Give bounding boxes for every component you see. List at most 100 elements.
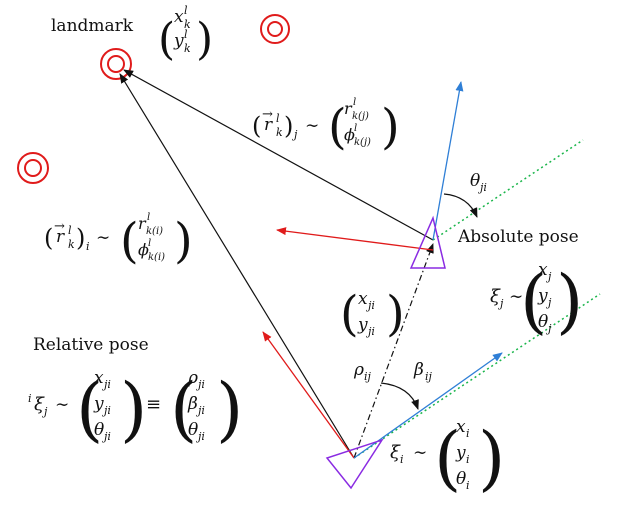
observation-arrow-i (119, 73, 355, 459)
observation-i-expression: ( → r l k ) i ∼ ( r l k(i) ϕ l k(i) ) (44, 212, 193, 269)
paren-close: ) (556, 260, 583, 342)
beta-angle-arc (380, 382, 419, 410)
sym-theta: θ (470, 171, 480, 191)
observation-j-expression: ( → r l k ) j ∼ ( r l k(j) ϕ l k(j) ) (252, 97, 400, 155)
sub-ji: ji (101, 430, 111, 443)
sym-sim: ∼ (55, 395, 69, 415)
sym-x: x (358, 289, 368, 309)
paren-open: ( (520, 260, 547, 342)
sym-beta: β (187, 394, 198, 414)
pose-triangle-i (325, 438, 384, 490)
sub-ji: ji (365, 325, 375, 338)
vec-arrow: → (54, 219, 65, 234)
absolute-pose-j-expression: ξ j ∼ ( x j y j θ j ) (490, 260, 583, 342)
sub-i: i (466, 427, 470, 440)
sub-ji: ji (101, 378, 111, 391)
sym-x: x (538, 260, 548, 280)
landmark-label: landmark (51, 16, 134, 36)
sym-r: r (264, 115, 273, 135)
sub-i: i (466, 479, 470, 492)
relative-pose-expression: i ξ j ∼ ( x ji y ji θ ji ) ≡ ( ρ ji β ji… (28, 368, 243, 450)
sub-ji: ji (365, 299, 375, 312)
sub-ji: ji (101, 404, 111, 417)
sym-y: y (357, 315, 368, 335)
sub-k: k (184, 18, 191, 31)
paren-open: ( (76, 368, 103, 450)
sym-r: r (344, 99, 353, 118)
paren-open: ( (120, 213, 139, 269)
sym-y: y (537, 286, 548, 306)
sub-j: j (545, 270, 552, 283)
sym-sim: ∼ (305, 116, 319, 136)
sym-theta: θ (188, 420, 198, 440)
sub-k: k (276, 126, 283, 139)
sym-rho: ρ (187, 368, 198, 388)
theta-angle-arc (443, 193, 478, 218)
sub-ji: ji (195, 378, 205, 391)
sym-phi: ϕ (138, 240, 149, 259)
pre-i: i (28, 392, 32, 405)
sym-r: r (56, 227, 65, 247)
sym-xi: ξ (490, 286, 501, 307)
sym-equiv: ≡ (146, 394, 161, 415)
sym-sim: ∼ (96, 228, 110, 248)
sup-l: l (353, 97, 356, 108)
sym-rho: ρ (353, 360, 364, 380)
sub-i: i (466, 453, 470, 466)
paren-close: ) (120, 368, 147, 450)
sub-ij: ij (425, 370, 433, 383)
sup-l: l (354, 123, 357, 134)
sym-theta: θ (538, 312, 548, 332)
relative-xy-vector: ( x ji y ji ) (340, 286, 405, 342)
paren-open: ( (170, 368, 197, 450)
sym-xi: ξ (34, 394, 45, 415)
sub-ki: k(i) (146, 226, 163, 237)
sub-ki: k(i) (148, 252, 165, 263)
landmark-vector: ( x l k y l k ) (158, 4, 213, 65)
vec-arrow: → (262, 107, 273, 122)
rho-ij-label: ρ ij (353, 360, 372, 383)
sup-l: l (68, 224, 72, 237)
paren-close: ) (76, 224, 85, 252)
sup-l: l (147, 212, 150, 223)
sub-j: j (545, 296, 552, 309)
sym-xi: ξ (390, 442, 401, 463)
paren-open: ( (158, 14, 175, 65)
paren-open: ( (328, 99, 347, 155)
observation-arrow-j (123, 69, 434, 241)
paren-close: ) (284, 112, 293, 140)
sub-j: j (545, 322, 552, 335)
relative-pose-label: Relative pose (33, 335, 149, 355)
sub-ij: ij (364, 370, 372, 383)
sub-i: i (86, 240, 90, 253)
sym-beta: β (413, 360, 424, 380)
landmark-target-3 (17, 152, 49, 184)
sub-j: j (291, 128, 298, 141)
paren-close: ) (386, 286, 405, 342)
sup-l: l (148, 238, 151, 249)
sym-x: x (94, 368, 104, 388)
paren-close: ) (174, 213, 193, 269)
green-guide-line-i (353, 293, 601, 459)
paren-close: ) (216, 368, 243, 450)
red-axis-arrow-i (262, 331, 355, 459)
red-axis-arrow-j (276, 227, 434, 251)
sym-phi: ϕ (344, 125, 355, 144)
landmark-target-main (100, 48, 132, 80)
paren-open: ( (252, 112, 261, 140)
sym-x: x (174, 7, 184, 27)
sym-sim: ∼ (509, 287, 523, 307)
sym-theta: θ (456, 469, 466, 489)
paren-open: ( (434, 417, 461, 499)
paren-close: ) (478, 417, 505, 499)
sym-r: r (138, 214, 147, 233)
absolute-pose-i-expression: ξ i ∼ ( x i y i θ i ) (390, 417, 505, 499)
green-guide-line-j (432, 139, 584, 241)
landmark-target-2 (260, 14, 290, 44)
beta-ij-label: β ij (413, 360, 433, 383)
absolute-pose-label: Absolute pose (457, 227, 579, 247)
pose-triangle-j (409, 215, 446, 269)
sym-y: y (93, 394, 104, 414)
sub-kj: k(j) (352, 111, 369, 122)
